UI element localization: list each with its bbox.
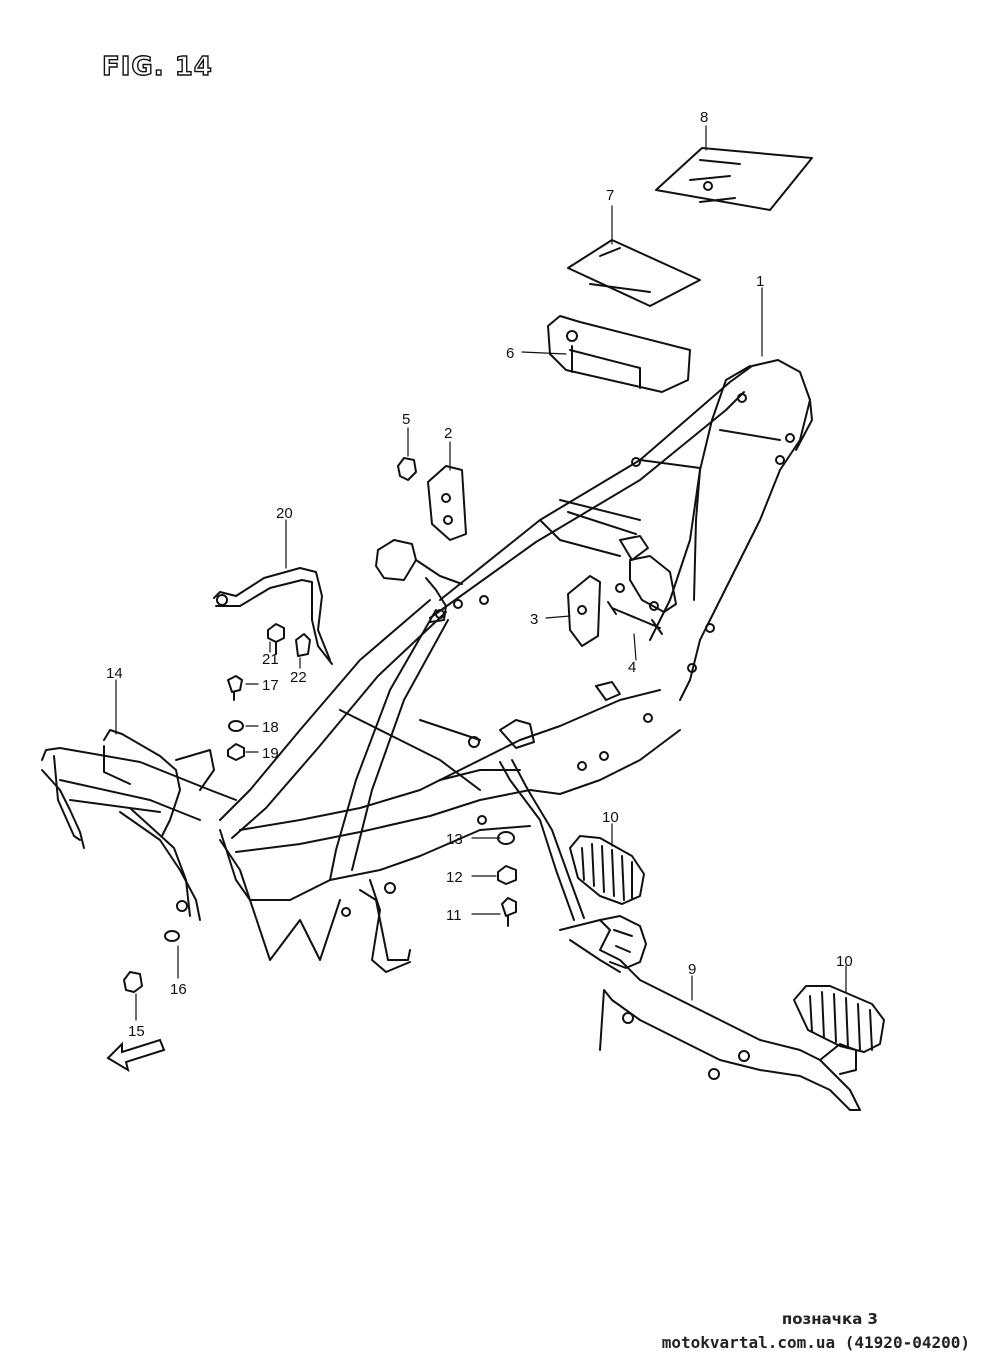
callout-4: 4 bbox=[628, 659, 636, 676]
part-7-mat bbox=[567, 239, 701, 307]
part-10-rubber-upper bbox=[569, 835, 645, 905]
callout-5: 5 bbox=[402, 411, 410, 428]
callout-22: 22 bbox=[290, 669, 307, 686]
part-17-bolt bbox=[227, 675, 243, 701]
part-15-nut bbox=[123, 971, 143, 993]
part-4-bolt bbox=[607, 601, 663, 635]
callout-1: 1 bbox=[756, 273, 764, 290]
callout-8: 8 bbox=[700, 109, 708, 126]
part-11-bolt bbox=[501, 897, 517, 927]
front-arrow-icon bbox=[106, 1038, 166, 1073]
callout-12: 12 bbox=[446, 869, 463, 886]
callout-7: 7 bbox=[606, 187, 614, 204]
part-9-footrest-bar bbox=[499, 759, 861, 1111]
callout-9: 9 bbox=[688, 961, 696, 978]
part-3-plate bbox=[567, 575, 601, 647]
callout-6: 6 bbox=[506, 345, 514, 362]
callout-10-upper: 10 bbox=[602, 809, 619, 826]
part-5-grommet bbox=[397, 457, 417, 481]
callout-13: 13 bbox=[446, 831, 463, 848]
part-19-nut bbox=[227, 743, 245, 761]
callout-16: 16 bbox=[170, 981, 187, 998]
callout-19: 19 bbox=[262, 745, 279, 762]
part-1-main-frame bbox=[219, 359, 813, 973]
callout-18: 18 bbox=[262, 719, 279, 736]
leader-lines bbox=[115, 125, 847, 1021]
part-18-washer bbox=[228, 720, 244, 732]
part-22-nut bbox=[295, 633, 311, 657]
callout-3: 3 bbox=[530, 611, 538, 628]
callout-labels: 8 7 6 1 5 2 3 4 20 21 22 17 18 19 14 13 … bbox=[106, 109, 853, 1040]
callout-2: 2 bbox=[444, 425, 452, 442]
callout-21: 21 bbox=[262, 651, 279, 668]
callout-15: 15 bbox=[128, 1023, 145, 1040]
part-10-rubber-lower bbox=[793, 985, 885, 1053]
footer-source: motokvartal.com.ua (41920-04200) bbox=[661, 1333, 970, 1352]
part-2-plate bbox=[427, 465, 467, 541]
callout-20: 20 bbox=[276, 505, 293, 522]
callout-17: 17 bbox=[262, 677, 279, 694]
part-12-nut bbox=[497, 865, 517, 885]
part-6-bracket bbox=[547, 315, 691, 393]
part-21-bolt bbox=[267, 623, 285, 655]
part-8-cover-plate bbox=[655, 147, 813, 211]
callout-11: 11 bbox=[446, 907, 462, 924]
figure-title: FIG. 14 bbox=[101, 51, 213, 82]
part-20-handle bbox=[213, 567, 333, 665]
footer-label: позначка 3 bbox=[781, 1310, 878, 1328]
part-16-washer bbox=[164, 930, 180, 942]
callout-10-lower: 10 bbox=[836, 953, 853, 970]
callout-14: 14 bbox=[106, 665, 123, 682]
part-14-guard bbox=[41, 729, 237, 921]
